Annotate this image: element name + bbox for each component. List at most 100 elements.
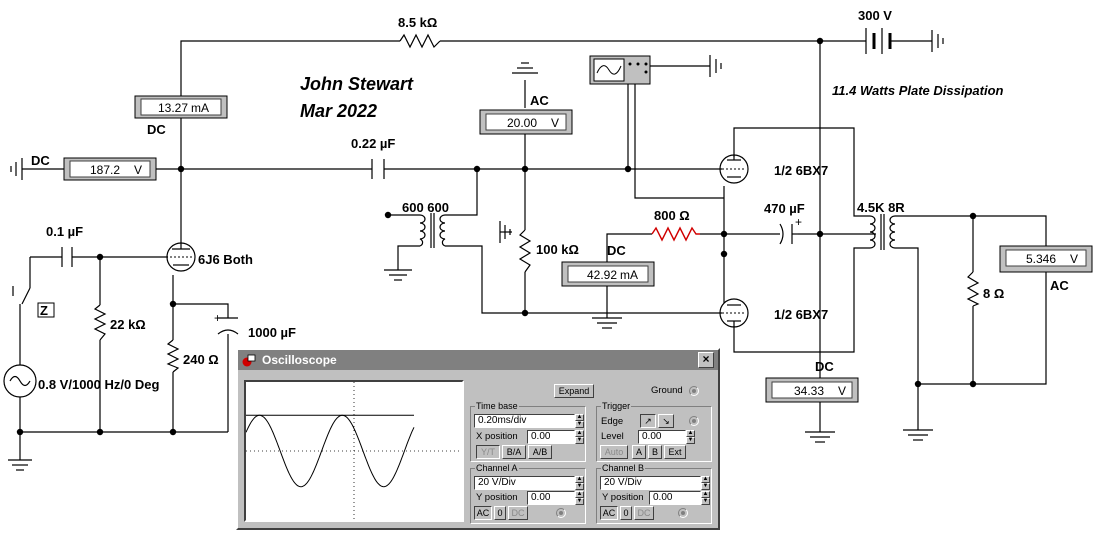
label-c-cathode-pi: 470 µF xyxy=(764,201,805,216)
svg-text:+: + xyxy=(214,311,221,325)
meter-m6-mode: AC xyxy=(1050,278,1069,293)
trigger-auto-button[interactable]: Auto xyxy=(600,445,628,459)
label-b-plus: 300 V xyxy=(858,8,892,23)
tube-6bx7-lower xyxy=(719,294,749,328)
close-button[interactable]: × xyxy=(698,352,714,368)
ground-label: Ground xyxy=(651,385,683,396)
oscilloscope-icon[interactable] xyxy=(589,55,651,85)
channel-b-group: Channel B xyxy=(596,463,712,524)
meter-m2[interactable]: 187.2 V xyxy=(63,157,157,181)
timebase-spinner[interactable]: ▲▼ xyxy=(575,414,584,428)
label-r-grid-pi: 100 kΩ xyxy=(536,242,579,257)
timebase-title: Time base xyxy=(475,401,519,411)
plate-dissipation-note: 11.4 Watts Plate Dissipation xyxy=(832,83,1004,98)
label-c-input: 0.1 µF xyxy=(46,224,83,239)
trigger-a-button[interactable]: A xyxy=(632,445,646,459)
ground-cathode-meter xyxy=(592,317,622,329)
edge-radio[interactable] xyxy=(689,416,699,426)
meter-m1-value: 13.27 xyxy=(158,101,188,115)
ground-xfmr-in xyxy=(384,269,412,281)
scope-trace xyxy=(245,382,462,520)
level-field[interactable]: 0.00 xyxy=(638,430,686,444)
meter-m2-value: 187.2 xyxy=(90,163,120,177)
ground-output xyxy=(903,429,933,441)
meter-m3-mode: AC xyxy=(530,93,549,108)
level-label: Level xyxy=(601,431,624,442)
resistor-240 xyxy=(166,339,180,373)
trigger-title: Trigger xyxy=(601,401,632,411)
xpos-label: X position xyxy=(476,431,518,442)
meter-m3-unit: V xyxy=(551,116,559,130)
ground-radio[interactable] xyxy=(689,386,699,396)
trigger-b-button[interactable]: B xyxy=(648,445,662,459)
resistor-8k5 xyxy=(399,33,441,49)
channel-b-dc-button[interactable]: DC xyxy=(634,506,654,520)
resistor-22k xyxy=(93,304,107,341)
timebase-field[interactable]: 0.20ms/div xyxy=(474,414,575,428)
meter-m2-mode: DC xyxy=(31,153,50,168)
meter-m5[interactable]: 34.33 V xyxy=(765,377,859,403)
edge-falling-button[interactable]: ↘ xyxy=(658,414,674,428)
label-source: 0.8 V/1000 Hz/0 Deg xyxy=(38,377,159,392)
label-xfmr-in: 600 600 xyxy=(402,200,449,215)
channel-b-ypos-spinner[interactable]: ▲▼ xyxy=(701,491,710,505)
meter-m4[interactable]: 42.92 mA xyxy=(561,261,655,287)
channel-a-trace xyxy=(245,414,415,488)
channel-a-ypos-spinner[interactable]: ▲▼ xyxy=(575,491,584,505)
ground-scope xyxy=(709,55,722,77)
meter-m3-value: 20.00 xyxy=(507,116,537,130)
meter-m3[interactable]: 20.00 V xyxy=(479,109,573,135)
oscilloscope-window[interactable]: Oscilloscope × Expand Ground Time base 0… xyxy=(236,348,720,530)
edge-label: Edge xyxy=(601,416,624,427)
oscilloscope-app-icon xyxy=(242,354,256,367)
mode-ab-button[interactable]: A/B xyxy=(528,445,552,459)
svg-text:+: + xyxy=(795,215,802,229)
author-name: John Stewart xyxy=(300,74,414,94)
meter-m1-unit: mA xyxy=(191,101,209,115)
channel-b-radio[interactable] xyxy=(678,508,688,518)
label-tube-lower: 1/2 6BX7 xyxy=(774,307,828,322)
channel-b-scale-spinner[interactable]: ▲▼ xyxy=(701,476,710,490)
meter-m5-mode: DC xyxy=(815,359,834,374)
label-r-feed: 8.5 kΩ xyxy=(398,15,437,30)
transformer-output xyxy=(869,214,896,250)
edge-rising-button[interactable]: ↗ xyxy=(640,414,656,428)
channel-a-dc-button[interactable]: DC xyxy=(508,506,528,520)
channel-a-scale-spinner[interactable]: ▲▼ xyxy=(575,476,584,490)
level-spinner[interactable]: ▲▼ xyxy=(686,430,695,444)
meter-m4-mode: DC xyxy=(607,243,626,258)
channel-a-scale-field[interactable]: 20 V/Div xyxy=(474,476,575,490)
channel-a-ac-button[interactable]: AC xyxy=(474,506,492,520)
switch[interactable] xyxy=(12,286,55,320)
wires xyxy=(19,40,1047,460)
ground-source xyxy=(8,459,32,471)
mode-ba-button[interactable]: B/A xyxy=(502,445,526,459)
capacitor-470uf: + xyxy=(779,215,802,245)
channel-b-zero-button[interactable]: 0 xyxy=(620,506,632,520)
channel-a-title: Channel A xyxy=(475,463,519,473)
channel-a-zero-button[interactable]: 0 xyxy=(494,506,506,520)
channel-a-group: Channel A xyxy=(470,463,586,524)
meter-m5-value: 34.33 xyxy=(794,384,824,398)
label-xfmr-out: 4.5K 8R xyxy=(857,200,905,215)
channel-b-ypos-label: Y position xyxy=(602,492,644,503)
xpos-field[interactable]: 0.00 xyxy=(527,430,575,444)
channel-a-radio[interactable] xyxy=(556,508,566,518)
meter-m1[interactable]: 13.27 mA xyxy=(134,95,228,119)
channel-b-title: Channel B xyxy=(601,463,646,473)
label-r-grid: 22 kΩ xyxy=(110,317,146,332)
meter-m6[interactable]: 5.346 V xyxy=(999,245,1093,273)
scope-screen xyxy=(244,380,464,522)
xpos-spinner[interactable]: ▲▼ xyxy=(575,430,584,444)
channel-a-ypos-field[interactable]: 0.00 xyxy=(527,491,575,505)
channel-b-scale-field[interactable]: 20 V/Div xyxy=(600,476,701,490)
resistor-8-ohm xyxy=(966,271,980,307)
channel-b-ypos-field[interactable]: 0.00 xyxy=(649,491,701,505)
trigger-ext-button[interactable]: Ext xyxy=(664,445,686,459)
expand-button[interactable]: Expand xyxy=(554,384,594,398)
channel-b-ac-button[interactable]: AC xyxy=(600,506,618,520)
oscilloscope-titlebar[interactable]: Oscilloscope × xyxy=(238,350,718,370)
mode-yt-button[interactable]: Y/T xyxy=(476,445,500,459)
battery-300v xyxy=(865,28,944,54)
